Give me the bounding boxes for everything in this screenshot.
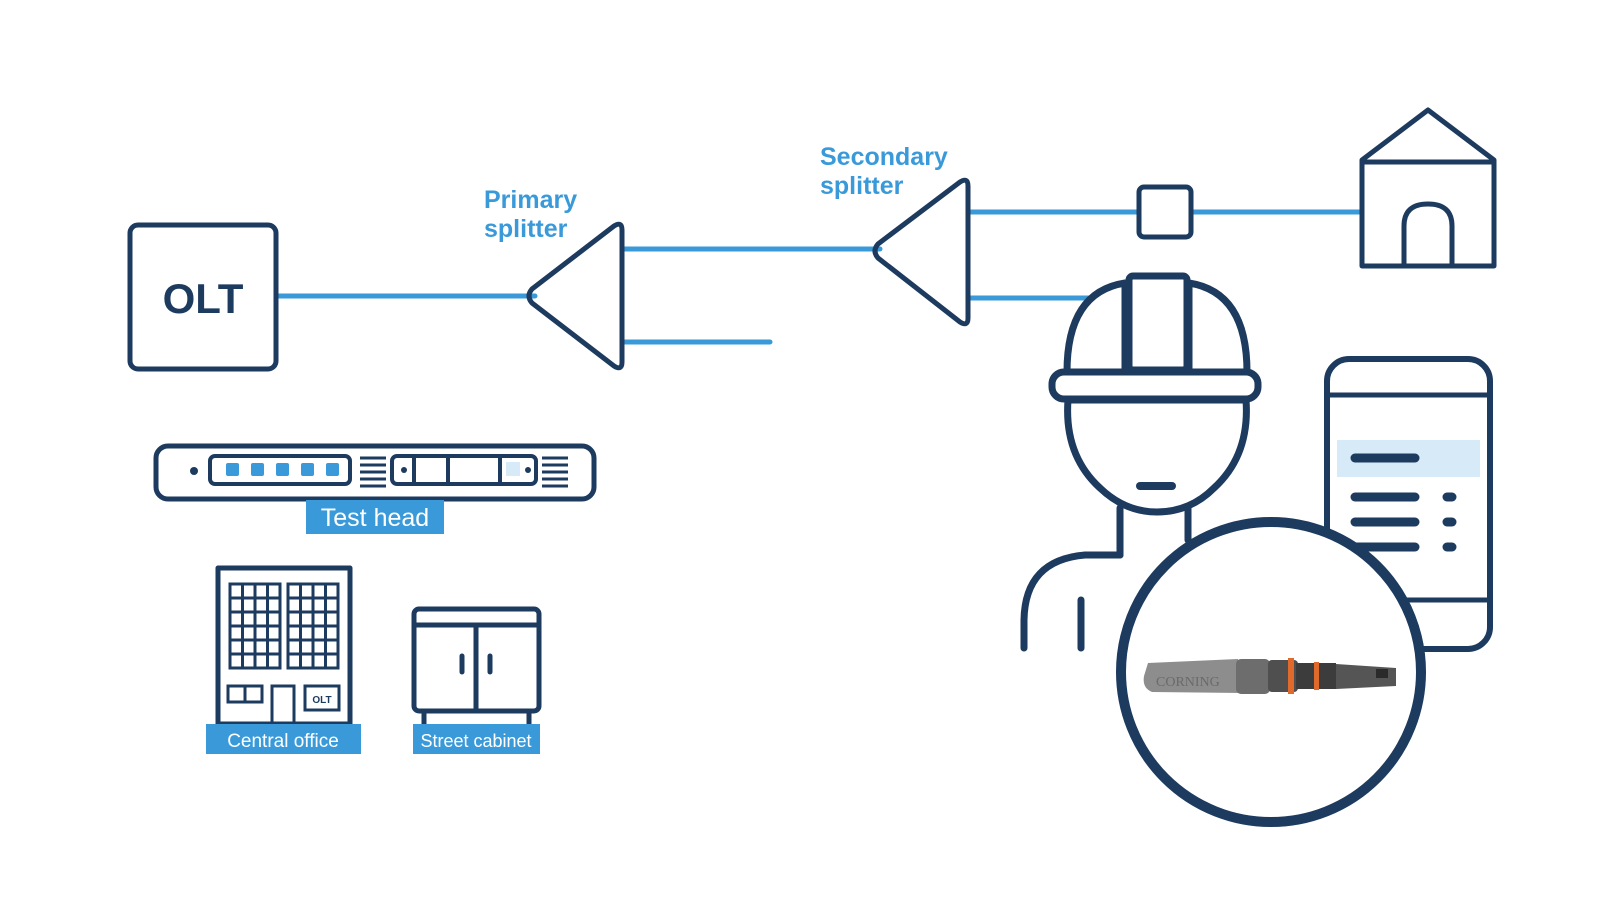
street-cabinet-label: Street cabinet [420, 731, 531, 751]
olt-label: OLT [163, 275, 244, 322]
central-office-sign: OLT [312, 695, 331, 706]
secondary-splitter-label-line1: Secondary [820, 143, 948, 171]
building-icon: OLT [215, 565, 353, 727]
olt-node: OLT [127, 222, 279, 372]
house-icon [1359, 107, 1497, 269]
secondary-splitter: Secondary splitter [820, 143, 971, 327]
terminal-box [1136, 184, 1194, 240]
tool-magnifier: CORNING [1116, 517, 1426, 827]
rack-unit-icon [153, 443, 597, 502]
splitter-icon [526, 221, 625, 371]
secondary-splitter-label-line2: splitter [820, 172, 904, 200]
cabinet-icon [411, 606, 542, 727]
primary-splitter-label-line1: Primary [484, 186, 577, 214]
fiber-inspection-tool: CORNING [1143, 658, 1396, 694]
central-office-label: Central office [227, 731, 339, 752]
test-head: Test head [153, 443, 597, 534]
technician-icon [1020, 272, 1262, 652]
central-office-tag [206, 724, 361, 754]
splitter-icon [872, 177, 971, 327]
primary-splitter-label-line2: splitter [484, 215, 568, 243]
street-cabinet: Street cabinet [411, 606, 542, 754]
primary-splitter: Primary splitter [484, 186, 625, 371]
test-head-tag [306, 500, 444, 534]
street-cabinet-tag [413, 724, 540, 754]
tool-brand-text: CORNING [1156, 675, 1220, 690]
test-head-label: Test head [321, 504, 429, 532]
central-office: OLT Central office [206, 565, 361, 754]
